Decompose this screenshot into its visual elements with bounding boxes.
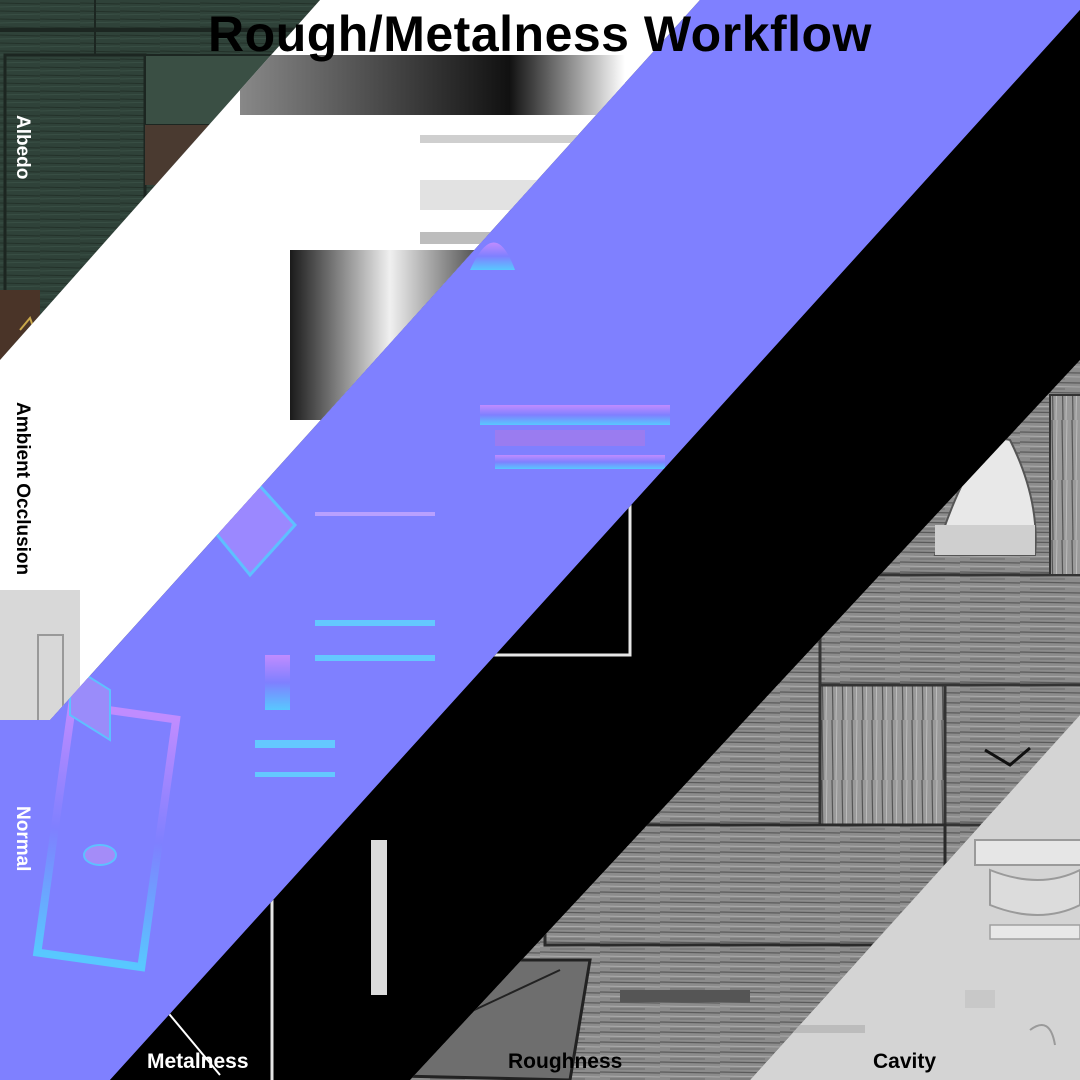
label-metalness: Metalness (147, 1050, 249, 1073)
label-cavity: Cavity (873, 1050, 937, 1073)
label-ambient-occlusion: Ambient Occlusion (12, 402, 33, 576)
page-title: Rough/Metalness Workflow (208, 6, 872, 62)
label-albedo: Albedo (12, 115, 33, 180)
label-normal: Normal (12, 806, 33, 872)
label-roughness: Roughness (508, 1050, 623, 1073)
